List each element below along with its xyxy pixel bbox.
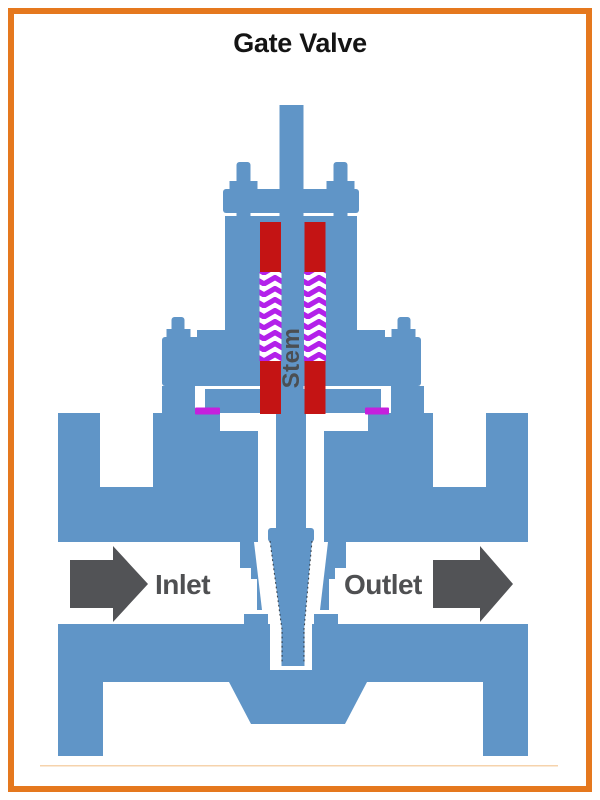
outlet-arrow-icon — [433, 546, 513, 622]
wedge-collar — [268, 528, 314, 542]
gate-wedge — [268, 528, 314, 666]
bonnet-shoulder-right — [354, 330, 385, 338]
inlet-label: Inlet — [155, 569, 210, 600]
wedge-tip — [281, 630, 305, 666]
bonnet-flange — [162, 337, 421, 386]
wedge-taper — [270, 541, 312, 630]
page-title: Gate Valve — [233, 28, 367, 58]
body-notch-right — [433, 413, 486, 487]
packing-chevron-left — [259, 272, 282, 361]
outlet-label: Outlet — [344, 569, 422, 600]
seat-tab-left — [244, 614, 268, 626]
inlet-arrow-icon — [70, 546, 148, 622]
body-tab-left — [162, 386, 195, 413]
stem-channel-right — [306, 413, 324, 542]
seat-tab-right — [314, 614, 338, 626]
stem-packing — [259, 222, 326, 414]
body-leg-right — [483, 682, 528, 756]
packing-red-top-left — [260, 222, 281, 274]
bonnet-upper — [225, 216, 357, 338]
gasket-left — [195, 407, 220, 415]
stem-label: Stem — [278, 328, 305, 389]
stem-channel-left — [258, 413, 276, 542]
bonnet-shoulder-left — [197, 330, 228, 338]
gasket-right — [365, 407, 389, 415]
packing-red-bottom-right — [304, 361, 326, 414]
body-leg-left — [58, 682, 103, 756]
flange-bolt-left — [166, 317, 191, 338]
diagram-border-frame — [8, 8, 592, 792]
packing-chevron-right — [304, 272, 326, 361]
gland-flange — [223, 189, 359, 213]
packing-red-top-right — [304, 222, 326, 274]
body-bottom-boss — [229, 682, 367, 724]
packing-red-bottom-left — [260, 361, 281, 414]
watermark-hairline — [40, 765, 558, 767]
bonnet-lower-flange — [205, 389, 381, 413]
flange-bolt-right — [391, 317, 416, 338]
body-tab-right — [391, 386, 424, 413]
body-notch-left — [100, 413, 153, 487]
